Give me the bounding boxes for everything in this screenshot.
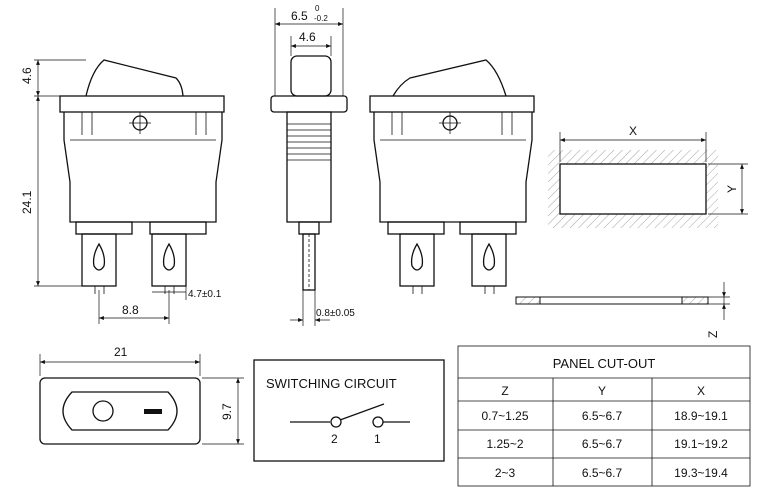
table-cell: 18.9~19.1 [674,409,728,423]
switching-circuit-box: SWITCHING CIRCUIT 2 1 [253,359,445,462]
circuit-terminal-2: 2 [331,432,338,446]
table-cell: 19.3~19.4 [674,466,728,480]
dim-top-width: 6.5 [291,9,308,23]
table-title: PANEL CUT-OUT [553,356,656,371]
table-cell: 2~3 [495,466,516,480]
table-header-z: Z [501,384,508,398]
dim-rocker-width: 4.6 [299,30,316,44]
table-cell: 6.5~6.7 [582,409,623,423]
table-cell: 6.5~6.7 [582,466,623,480]
front-view-right [369,59,535,294]
table-header-y: Y [598,384,606,398]
side-view: 6.5 0 -0.2 4.6 0.8±0.05 [270,4,355,326]
table-cell: 0.7~1.25 [481,409,528,423]
dim-front-width: 21 [114,345,128,359]
dim-terminal-thickness: 0.8±0.05 [316,308,355,319]
dim-body-height: 24.1 [20,190,34,214]
table-cell: 1.25~2 [486,437,523,451]
top-view: 21 9.7 [39,345,244,445]
dim-rocker-height: 4.6 [20,67,34,84]
panel-cutout-view: X Y Z [515,124,748,338]
dim-terminal-pitch: 8.8 [122,303,139,317]
circuit-title: SWITCHING CIRCUIT [266,376,397,391]
dim-top-width-tol-upper: 0 [315,4,320,13]
table-cell: 6.5~6.7 [582,437,623,451]
dim-terminal-width: 4.7±0.1 [188,289,222,300]
dim-panel-z: Z [706,331,720,338]
dim-front-height: 9.7 [220,403,234,420]
circuit-terminal-1: 1 [374,432,381,446]
front-view-left: 4.6 24.1 8.8 4.7±0.1 [20,59,225,324]
table-header-x: X [697,384,705,398]
table-cell: 19.1~19.2 [674,437,728,451]
dim-top-width-tol-lower: -0.2 [314,14,328,23]
dim-panel-x: X [629,124,637,138]
dim-panel-y: Y [725,185,739,193]
panel-cutout-table: PANEL CUT-OUT Z Y X 0.7~1.25 6.5~6.7 18.… [457,345,751,487]
